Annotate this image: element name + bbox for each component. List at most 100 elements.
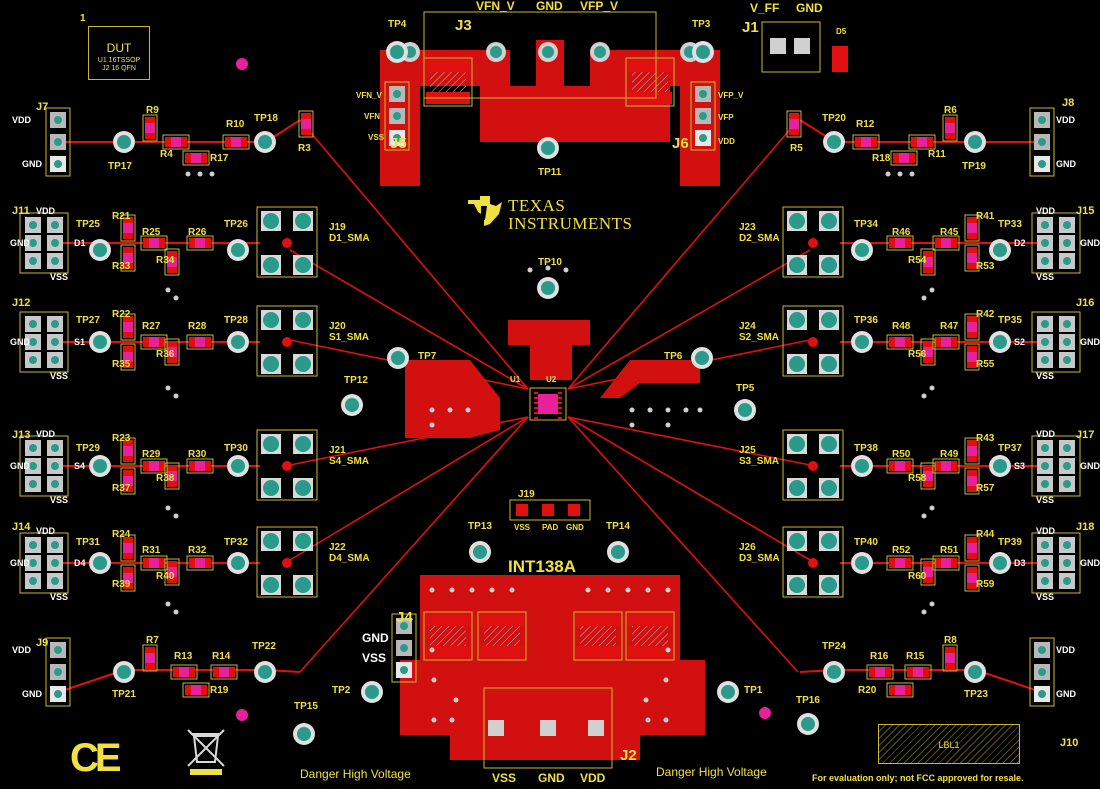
resistor-outline [904, 664, 932, 680]
resistor-body [145, 653, 155, 663]
resistor-body [967, 573, 977, 583]
label-int138a: INT138A [508, 557, 577, 576]
label-j2: J2 [620, 747, 637, 764]
label-gnd-top: GND [536, 0, 563, 13]
j3-drill [490, 46, 502, 58]
resistor-label: R45 [940, 227, 959, 238]
via [683, 407, 689, 413]
resistor-outline [120, 437, 136, 465]
header-bottom-label: VSS [50, 592, 69, 602]
resistor-body [941, 337, 951, 347]
resistor-label: R30 [188, 449, 207, 460]
resistor-body [967, 446, 977, 456]
header-ref: J17 [1076, 429, 1095, 441]
resistor-body [145, 123, 155, 133]
resistor-label: R24 [112, 529, 131, 540]
trace [299, 416, 529, 673]
j9-outline [45, 637, 71, 707]
header-pin-drill [1038, 646, 1046, 654]
header-pin-drill [393, 90, 401, 98]
resistor-label: R40 [156, 571, 175, 582]
header-pin-drill [1063, 356, 1071, 364]
header-pin-drill [1038, 690, 1046, 698]
j19-pin [542, 504, 554, 516]
capacitor-pad [576, 614, 620, 626]
header-pin-drill [54, 668, 62, 676]
testpoint-drill [390, 45, 404, 59]
header-pin-drill [699, 134, 707, 142]
label-u2: U2 [546, 375, 557, 384]
sma-ref: J25 [739, 445, 756, 456]
resistor-label: R58 [908, 473, 927, 484]
resistor-label: R31 [142, 545, 161, 556]
testpoint-label: TP32 [224, 537, 248, 548]
testpoint-label: TP7 [418, 351, 437, 362]
resistor-body [149, 558, 159, 568]
via [431, 717, 437, 723]
header-right-0-outline [1031, 212, 1081, 274]
capacitor-pad [480, 646, 524, 658]
testpoint-drill [721, 685, 735, 699]
header-ref: J12 [12, 297, 31, 309]
via [429, 587, 435, 593]
testpoint-drill [93, 335, 107, 349]
resistor-label: R21 [112, 211, 131, 222]
resistor-outline [886, 235, 914, 251]
via [489, 587, 495, 593]
via [645, 717, 651, 723]
resistor-outline [932, 235, 960, 251]
sma-ref: J19 [329, 222, 346, 233]
chip-pin [558, 412, 562, 414]
header-pin-drill [29, 356, 37, 364]
sma-drill [295, 480, 311, 496]
label-v-ff: V_FF [750, 1, 780, 15]
resistor-body [923, 567, 933, 577]
resistor-outline [120, 214, 136, 242]
chip-outline [529, 387, 567, 421]
resistor-label: R11 [928, 149, 946, 160]
testpoint-drill [738, 403, 752, 417]
resistor-outline [964, 214, 980, 242]
trace [289, 249, 529, 390]
header-pin-drill [1063, 320, 1071, 328]
resistor-label: R20 [858, 685, 877, 696]
header-pin-drill [699, 90, 707, 98]
testpoint-drill [968, 135, 982, 149]
header-pin-drill [51, 480, 59, 488]
capacitor-outline [477, 611, 527, 661]
header-signal-label: S4 [74, 461, 86, 471]
via [449, 717, 455, 723]
label-j6-vfp: VFP [718, 113, 734, 122]
j1-pin [770, 38, 786, 54]
chip-pin [558, 407, 562, 409]
capacitor-outline [625, 611, 675, 661]
testpoint-label: TP16 [796, 695, 820, 706]
via [545, 265, 551, 271]
resistor-label: R39 [112, 579, 131, 590]
via [645, 587, 651, 593]
label-j5: J5 [390, 135, 407, 152]
via [929, 385, 935, 391]
header-bottom-label: VSS [1036, 272, 1055, 282]
header-pin-drill [1041, 462, 1049, 470]
resistor-label: R48 [892, 321, 911, 332]
via [897, 171, 903, 177]
via [663, 717, 669, 723]
resistor-label: R42 [976, 309, 995, 320]
resistor-label: R53 [976, 261, 995, 272]
sma-ref: J26 [739, 542, 756, 553]
dut-ref: 1 [80, 13, 86, 24]
resistor-label: R51 [940, 545, 959, 556]
testpoint-label: TP35 [998, 315, 1022, 326]
label-j3: J3 [455, 17, 472, 34]
j1-pin [794, 38, 810, 54]
resistor-body [861, 137, 871, 147]
header-pin-drill [51, 541, 59, 549]
header-signal-label: D1 [74, 238, 86, 248]
resistor-outline [182, 150, 210, 166]
testpoint-label: TP31 [76, 537, 100, 548]
warning-right: Danger High Voltage [656, 765, 767, 779]
resistor-body [171, 137, 181, 147]
via [929, 505, 935, 511]
sma-outline [782, 526, 844, 598]
